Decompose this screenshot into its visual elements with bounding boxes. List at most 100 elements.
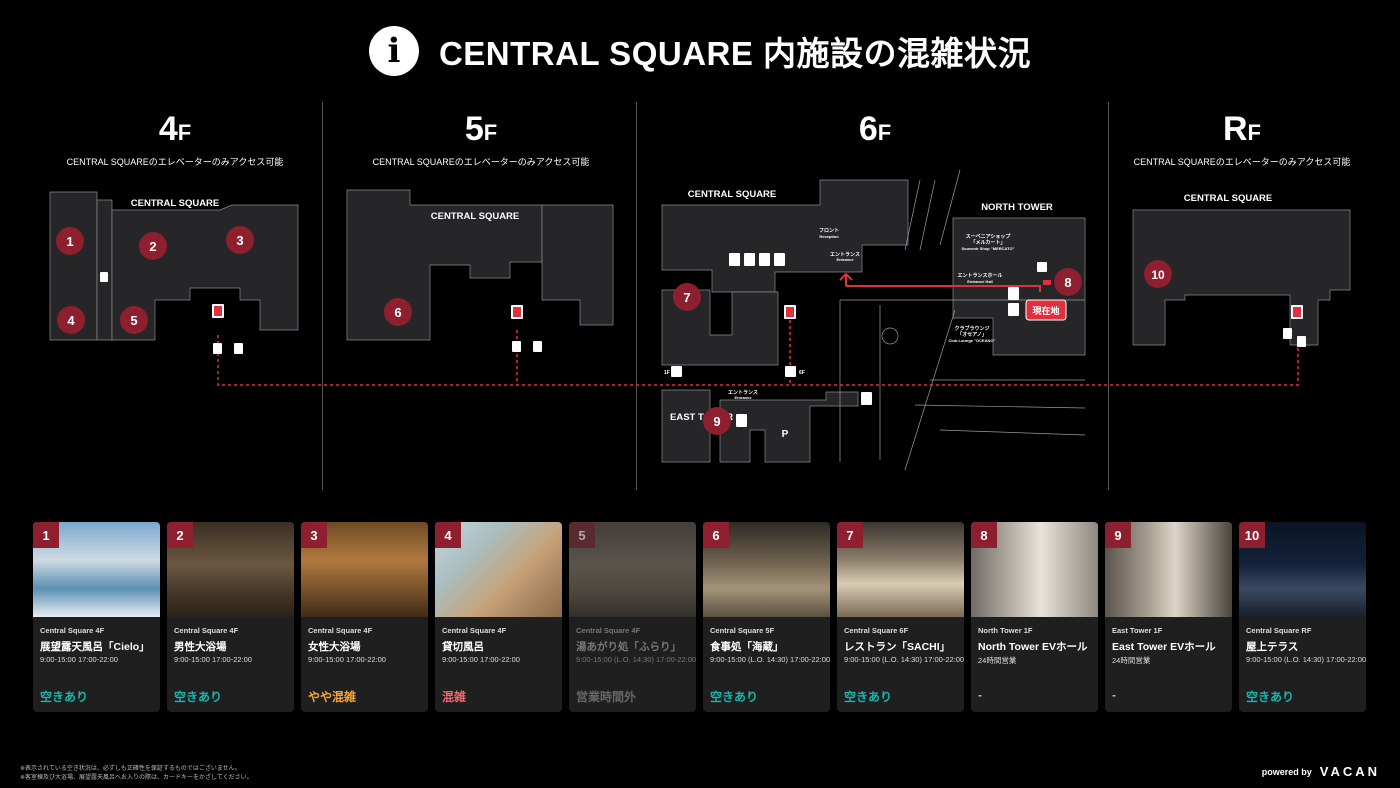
restroom-icon [729,253,740,266]
elevator-icon [785,366,796,377]
map-marker-3 [226,226,254,254]
facility-card-9[interactable]: 9 East Tower 1F East Tower EVホール 24時間営業 … [1105,522,1232,712]
facility-hours: 9:00-15:00 (L.O. 14:30) 17:00-22:00 [710,655,830,664]
facility-number-badge: 8 [971,522,997,548]
crowd-status: 空きあり [174,690,223,704]
facility-card-2[interactable]: 2 Central Square 4F 男性大浴場 9:00-15:00 17:… [167,522,294,712]
facility-hours: 9:00-15:00 (L.O. 14:30) 17:00-22:00 [576,655,696,664]
facility-card-3[interactable]: 3 Central Square 4F 女性大浴場 9:00-15:00 17:… [301,522,428,712]
restroom-icon [213,343,222,354]
facility-number-badge: 6 [703,522,729,548]
facility-hours: 9:00-15:00 17:00-22:00 [442,655,520,664]
facility-name: North Tower EVホール [978,641,1088,653]
map-label-entrance-hall: エントランスホール [958,272,1003,279]
facility-number-badge: 4 [435,522,461,548]
map-label-east-tower: EAST TOWER [670,412,733,423]
no-smoking-icon [1037,262,1047,272]
facility-number-badge: 3 [301,522,327,548]
floor-divider [1108,102,1109,490]
facility-hours: 9:00-15:00 17:00-22:00 [308,655,386,664]
accessible-icon [744,253,755,266]
map-marker-9 [703,407,731,435]
map-label-central-square: CENTRAL SQUARE [431,211,520,222]
disclaimer-line-1: ※表示されている空き状況は、必ずしも正確性を保証するものではございません。 [20,766,241,772]
info-icon: i [368,26,419,76]
facility-card-list: 1 Central Square 4F 展望露天風呂「Cielo」 9:00-1… [33,522,1367,712]
map-marker-label: 6 [394,305,401,320]
map-marker-5 [120,306,148,334]
restroom-icon [1008,303,1019,316]
map-marker-label: 8 [1064,275,1071,290]
map-label-central-square: CENTRAL SQUARE [131,198,220,209]
powered-by: powered by VACAN [1262,764,1380,779]
facility-card-8[interactable]: 8 North Tower 1F North Tower EVホール 24時間営… [971,522,1098,712]
map-label-level-1f: 1F [664,370,670,376]
facility-number-badge: 5 [569,522,595,548]
elevator-icon-inner [1293,307,1301,317]
map-label-entrance-hall-en: Entrance Hall [967,279,993,284]
facility-name: 女性大浴場 [308,641,361,653]
facility-card-5[interactable]: 5 Central Square 4F 湯あがり処「ふらり」 9:00-15:0… [569,522,696,712]
map-label-souvenir2: 「メルカート」 [971,239,1006,246]
crowd-status: 営業時間外 [576,690,637,704]
restroom-icon [1008,287,1019,300]
elevator-icon-inner [513,307,521,317]
parking-icon: P [782,429,789,440]
disclaimer-line-2: ※客室棟及び大浴場、展望露天風呂へお入りの際は、カードキーをかざしてください。 [20,775,253,781]
floor-access-note: CENTRAL SQUAREのエレベーターのみアクセス可能 [372,157,590,167]
elevator-icon-inner [786,307,794,317]
map-label-front-en: Reception [819,234,839,239]
facility-name: レストラン「SACHI」 [844,641,951,653]
facility-card-4[interactable]: 4 Central Square 4F 貸切風呂 9:00-15:00 17:0… [435,522,562,712]
map-label-club-en: Club Lounge "OCEANO" [949,338,996,343]
crowd-status: 混雑 [442,690,467,704]
floor-number: 5 [464,110,484,148]
facility-name: 男性大浴場 [174,641,227,653]
facility-location: Central Square 4F [576,626,641,635]
elevator-icon-inner [214,306,222,316]
floor-divider [322,102,323,490]
facility-location: Central Square 4F [308,626,373,635]
floor-heading-rf: RF CENTRAL SQUAREのエレベーターのみアクセス可能 [1127,110,1357,168]
floor-suffix: F [877,120,892,145]
map-marker-4 [57,306,85,334]
restroom-icon [759,253,770,266]
facility-card-10[interactable]: 10 Central Square RF 屋上テラス 9:00-15:00 (L… [1239,522,1366,712]
crowd-status: 空きあり [710,690,759,704]
facility-location: Central Square RF [1246,626,1312,635]
map-label-north-tower: NORTH TOWER [981,202,1053,213]
crowd-status: - [978,688,982,702]
floor-heading-6f: 6F [760,110,990,155]
facility-card-6[interactable]: 6 Central Square 5F 食事処「海蔵」 9:00-15:00 (… [703,522,830,712]
facility-location: Central Square 4F [174,626,239,635]
facility-card-1[interactable]: 1 Central Square 4F 展望露天風呂「Cielo」 9:00-1… [33,522,160,712]
facility-hours: 9:00-15:00 (L.O. 14:30) 17:00-22:00 [844,655,964,664]
floor-divider [636,102,637,490]
facility-location: East Tower 1F [1112,626,1163,635]
facility-number-badge: 7 [837,522,863,548]
current-location-label: 現在地 [1032,305,1059,316]
floor-access-note: CENTRAL SQUAREのエレベーターのみアクセス可能 [66,157,284,167]
map-marker-label: 7 [683,290,690,305]
current-location-dot [1043,280,1051,285]
map-label-central-square: CENTRAL SQUARE [1184,193,1273,204]
map-label-entrance-en: Entrance [734,395,752,400]
facility-number-badge: 2 [167,522,193,548]
facility-name: 展望露天風呂「Cielo」 [40,641,150,653]
crowd-status: 空きあり [844,690,893,704]
page-title: CENTRAL SQUARE 内施設の混雑状況 [438,35,1032,72]
floor-number: 4 [158,110,178,148]
facility-card-7[interactable]: 7 Central Square 6F レストラン「SACHI」 9:00-15… [837,522,964,712]
map-marker-8 [1054,268,1082,296]
floor-number: 6 [858,110,878,148]
floor-suffix: F [1247,120,1261,145]
floor-heading-4f: 4F CENTRAL SQUAREのエレベーターのみアクセス可能 [60,110,290,168]
facility-location: North Tower 1F [978,626,1033,635]
elevator-icon [736,414,747,427]
map-label-entrance-en: Entrance [836,257,854,262]
map-label-central-square: CENTRAL SQUARE [688,189,777,200]
facility-name: 湯あがり処「ふらり」 [576,641,681,653]
map-marker-10 [1144,260,1172,288]
facility-hours: 9:00-15:00 (L.O. 14:30) 17:00-22:00 [1246,655,1366,664]
facility-number-badge: 10 [1239,522,1265,548]
